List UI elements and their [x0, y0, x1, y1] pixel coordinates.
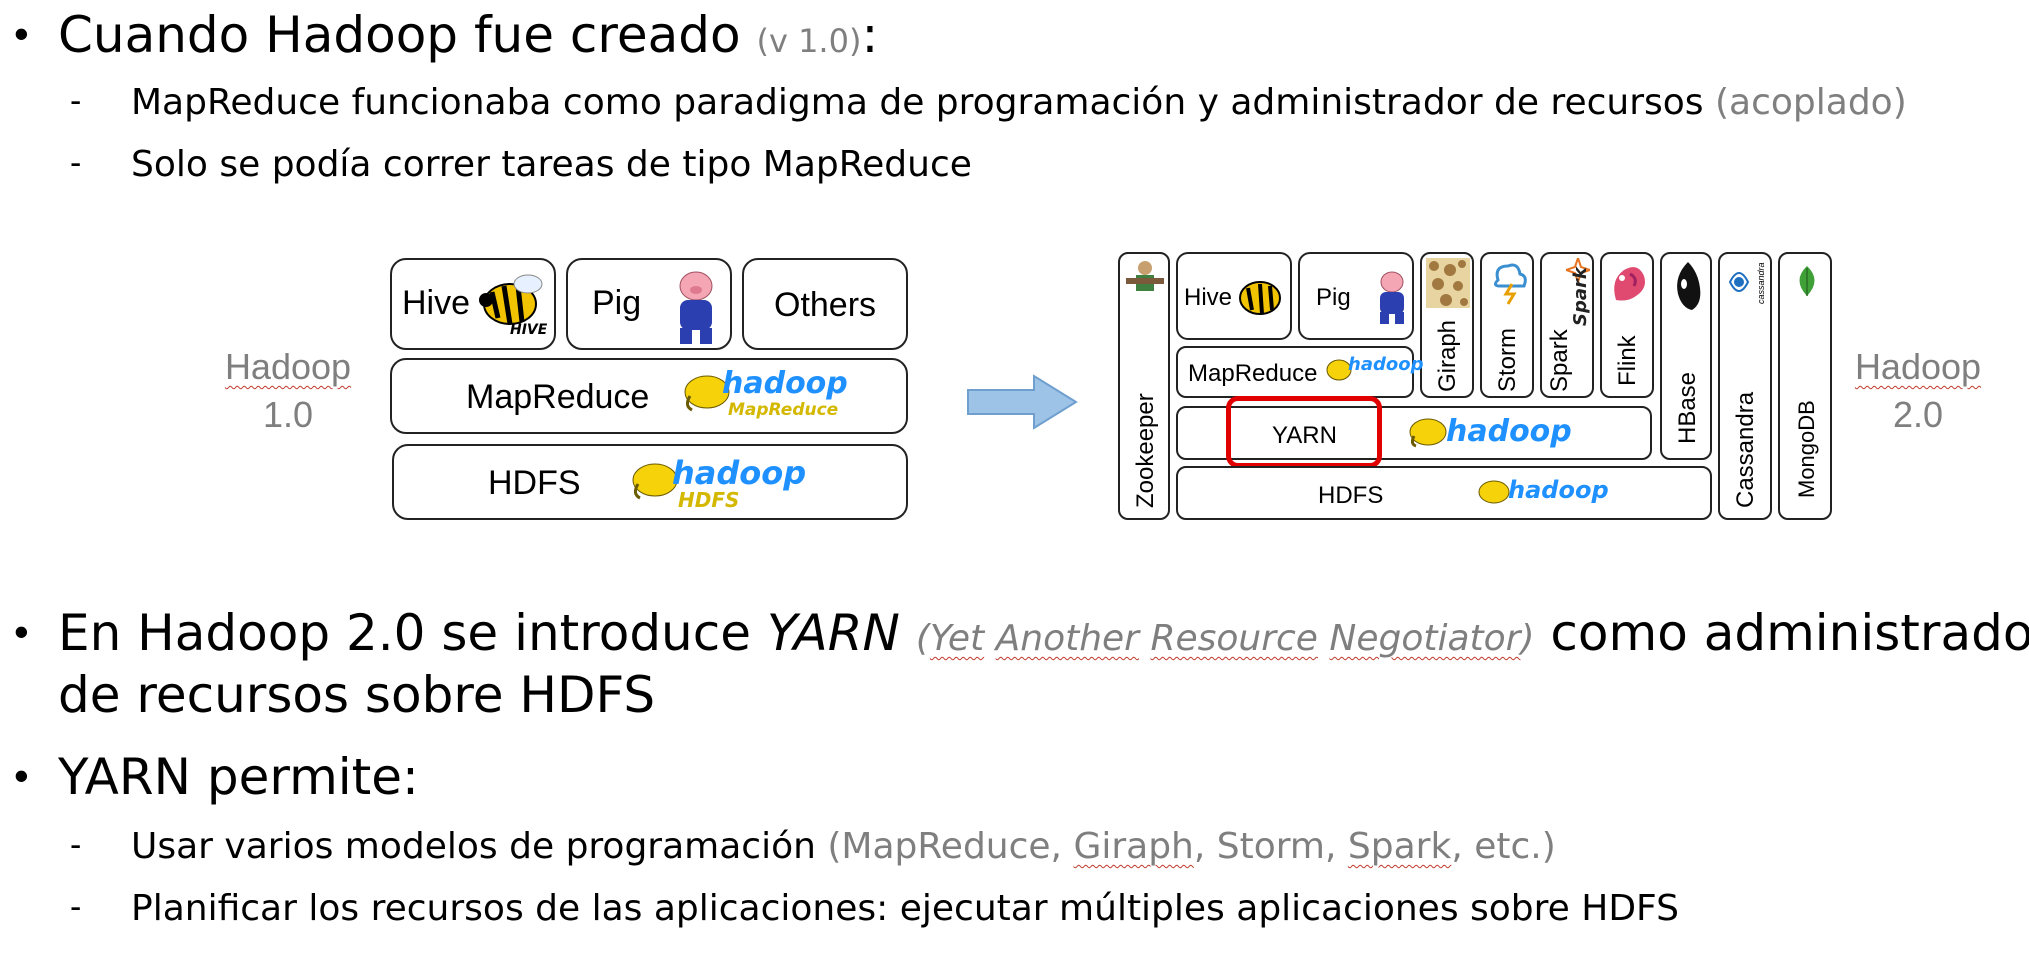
- mapreduce-logo-text: MapReduce: [728, 400, 839, 420]
- sub-1-2: Solo se podía correr tareas de tipo MapR…: [131, 144, 972, 185]
- bullet-3: YARN permite:: [58, 748, 419, 806]
- hadoop-elephant-icon: [1478, 480, 1510, 504]
- dash-4: -: [70, 888, 82, 926]
- mongodb-box: MongoDB: [1778, 252, 1832, 520]
- hadoop-elephant-icon: [684, 375, 730, 412]
- pig-label-2: Pig: [1316, 284, 1351, 311]
- hadoop-elephant-icon: [1326, 359, 1352, 381]
- others-box: Others: [742, 258, 908, 350]
- flink-squirrel-icon: [1614, 267, 1645, 301]
- storm-icon: [1493, 263, 1527, 305]
- hdfs-layer: HDFS hadoop: [1176, 466, 1712, 520]
- flink-box: Flink: [1600, 252, 1654, 398]
- yarn-term: YARN: [766, 604, 900, 662]
- bullet-dot: •: [14, 10, 29, 57]
- bullet-1-text: Cuando Hadoop fue creado: [58, 6, 757, 64]
- mapreduce-label: MapReduce: [466, 378, 650, 416]
- hive-label-2: Hive: [1184, 284, 1233, 311]
- dash-1: -: [70, 82, 82, 120]
- hadoop-logo-text: hadoop: [1508, 476, 1609, 504]
- hive-label: Hive: [402, 284, 471, 322]
- spark-box: Spark Spark: [1540, 252, 1594, 398]
- mongodb-label: MongoDB: [1794, 400, 1819, 498]
- pig-icon: [1380, 271, 1404, 324]
- sub-1-1-note: (acoplado): [1714, 82, 1907, 123]
- flink-label: Flink: [1614, 335, 1641, 386]
- giraph-icon: [1426, 258, 1470, 308]
- spark-label: Spark: [1546, 329, 1573, 392]
- hdfs-logo-text: HDFS: [678, 488, 740, 512]
- bullet-2: En Hadoop 2.0 se introduce YARN (Yet Ano…: [58, 604, 2029, 662]
- bullet-dot: •: [14, 752, 29, 799]
- mapreduce-label-2: MapReduce: [1188, 360, 1318, 387]
- spark-logo-text: Spark: [1570, 267, 1591, 326]
- yarn-label: YARN: [1272, 422, 1337, 449]
- hive-box-2: Hive: [1176, 252, 1292, 340]
- hive-box: Hive HIVE: [390, 258, 556, 350]
- others-label: Others: [774, 286, 877, 324]
- mapreduce-box: MapReduce hadoop MapReduce: [390, 358, 908, 434]
- yarn-layer: YARN hadoop: [1176, 406, 1652, 460]
- dash-2: -: [70, 144, 82, 182]
- hadoop-logo-text: hadoop: [722, 366, 848, 401]
- bullet-2-tail: como administrador: [1534, 604, 2029, 662]
- cassandra-eye-icon: [1728, 272, 1750, 292]
- mongodb-leaf-icon: [1799, 266, 1815, 296]
- yarn-expansion: (Yet Another Resource Negotiator): [915, 618, 1535, 659]
- storm-label: Storm: [1494, 327, 1521, 392]
- cassandra-logo-text: cassandra: [1756, 262, 1766, 304]
- cassandra-label: Cassandra: [1732, 391, 1759, 508]
- giraph-box: Giraph: [1420, 252, 1474, 398]
- pig-box: Pig: [566, 258, 732, 350]
- bullet-2-line-2: de recursos sobre HDFS: [58, 666, 656, 724]
- mapreduce-box-2: MapReduce hadoop: [1176, 346, 1423, 398]
- bullet-1-colon: :: [861, 6, 879, 64]
- hadoop-2-label: Hadoop 2.0: [1848, 346, 1988, 436]
- hadoop-elephant-icon: [632, 463, 678, 500]
- cassandra-box: cassandra Cassandra: [1718, 252, 1772, 520]
- storm-box: Storm: [1480, 252, 1534, 398]
- bullet-2-text: En Hadoop 2.0 se introduce: [58, 604, 767, 662]
- hdfs-label: HDFS: [488, 464, 581, 502]
- hadoop-1-label: Hadoop 1.0: [218, 346, 358, 436]
- hadoop-logo-text: hadoop: [1446, 414, 1572, 449]
- hdfs-box: HDFS hadoop HDFS: [392, 444, 908, 520]
- pig-box-2: Pig: [1298, 252, 1414, 340]
- sub-3-1-note: (MapReduce, Giraph, Storm, Spark, etc.): [827, 826, 1556, 867]
- zookeeper-icon: [1126, 261, 1164, 291]
- hbase-label: HBase: [1674, 371, 1701, 444]
- hadoop-1-version: 1.0: [262, 394, 314, 435]
- hadoop-2-title: Hadoop: [1854, 346, 1982, 387]
- hbase-box: HBase: [1660, 252, 1712, 460]
- hive-logo-text: HIVE: [510, 322, 548, 338]
- right-arrow-icon: [967, 374, 1078, 430]
- giraph-label: Giraph: [1434, 319, 1461, 392]
- sub-1-1-text: MapReduce funcionaba como paradigma de p…: [131, 82, 1715, 123]
- pig-icon: [679, 271, 713, 344]
- hive-bee-icon: [1239, 281, 1281, 315]
- bullet-1: Cuando Hadoop fue creado (v 1.0):: [58, 6, 878, 64]
- hadoop-2-version: 2.0: [1892, 394, 1944, 435]
- hadoop-1-title: Hadoop: [224, 346, 352, 387]
- sub-1-1: MapReduce funcionaba como paradigma de p…: [131, 82, 1907, 123]
- zookeeper-label: Zookeeper: [1132, 393, 1159, 508]
- hadoop-elephant-icon: [1409, 418, 1447, 448]
- bullet-1-note: (v 1.0): [756, 22, 862, 60]
- sub-3-1-text: Usar varios modelos de programación: [131, 826, 828, 867]
- hdfs-label-2: HDFS: [1318, 482, 1384, 509]
- bullet-dot: •: [14, 608, 29, 655]
- hive-bee-icon: [479, 274, 543, 325]
- sub-3-2: Planificar los recursos de las aplicacio…: [131, 888, 1679, 929]
- hadoop-logo-text: hadoop: [672, 454, 807, 492]
- spark-star-icon: [1566, 258, 1590, 282]
- zookeeper-box: Zookeeper: [1118, 252, 1170, 520]
- sub-3-1: Usar varios modelos de programación (Map…: [131, 826, 1556, 867]
- yarn-highlight-box: [1226, 396, 1382, 468]
- pig-label: Pig: [592, 284, 642, 322]
- dash-3: -: [70, 826, 82, 864]
- hadoop-logo-text: hadoop: [1348, 354, 1424, 375]
- hbase-orca-icon: [1677, 262, 1701, 310]
